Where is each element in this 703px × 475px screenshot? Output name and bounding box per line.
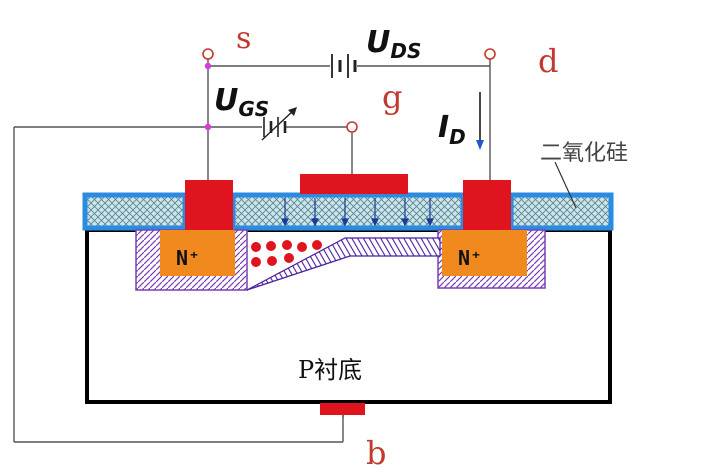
oxide-layer-left	[82, 192, 188, 231]
gate-electrode	[300, 174, 408, 194]
gate-field-arrows	[281, 198, 434, 227]
substrate-label: P衬底	[298, 356, 362, 384]
junction-dot	[204, 123, 212, 131]
ugs-variable-battery-icon	[261, 107, 297, 141]
body-label: b	[366, 434, 386, 472]
drain-terminal-icon	[484, 48, 496, 60]
ugs-label: UGS	[214, 83, 269, 121]
channel-depletion-wedge	[246, 237, 441, 291]
n-plus-source-label: N⁺	[176, 246, 200, 270]
circuit-wiring	[13, 58, 491, 443]
oxide-label: 二氧化硅	[540, 141, 628, 166]
source-electrode	[185, 180, 233, 230]
source-terminal-icon	[202, 48, 214, 60]
drain-label: d	[538, 42, 558, 80]
n-plus-source-region	[160, 230, 235, 276]
oxide-layer-right	[508, 192, 614, 231]
oxide-callout-line	[554, 161, 577, 209]
uds-label: UDS	[366, 25, 421, 63]
channel-electrons	[251, 240, 322, 267]
drain-electrode	[463, 180, 511, 230]
n-plus-drain-region	[442, 230, 527, 276]
gate-terminal-icon	[346, 121, 358, 133]
n-plus-drain-label: N⁺	[458, 246, 482, 270]
source-label: s	[236, 21, 251, 56]
gate-label: g	[382, 78, 402, 116]
drain-current-arrow-icon	[476, 92, 484, 150]
body-electrode	[320, 403, 365, 415]
drain-current-label: ID	[438, 110, 466, 149]
uds-battery-icon	[331, 54, 357, 78]
junction-dot	[204, 62, 212, 70]
